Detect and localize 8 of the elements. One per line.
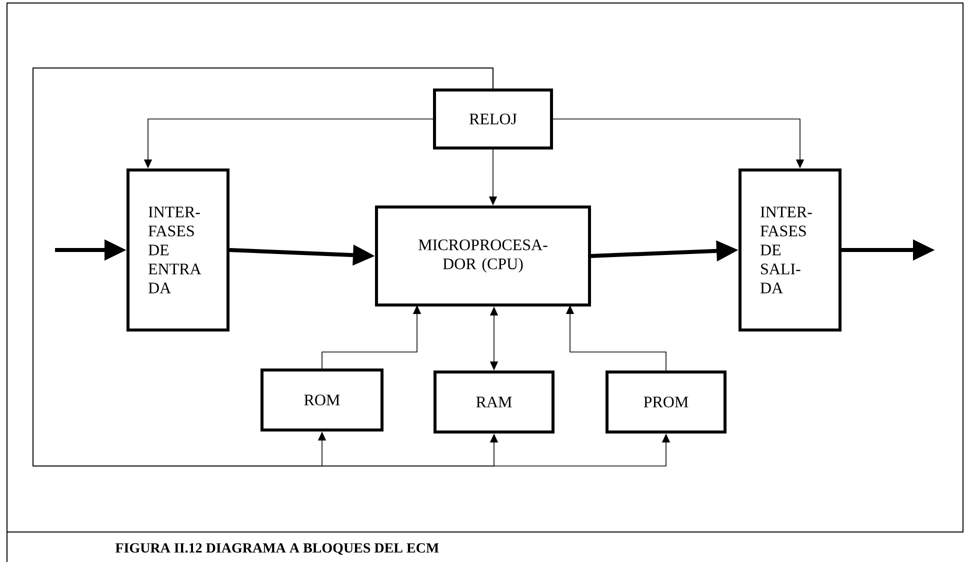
block-box: PROM: [606, 370, 726, 434]
block-box: RAM: [434, 370, 554, 434]
block-box: INTER- FASES DE SALI- DA: [738, 168, 842, 332]
block-box: ROM: [260, 368, 384, 432]
block-box: INTER- FASES DE ENTRA DA: [126, 168, 230, 332]
block-box: RELOJ: [433, 88, 553, 150]
block-box: MICROPROCESA- DOR (CPU): [375, 206, 591, 306]
caption: FIGURA II.12 DIAGRAMA A BLOQUES DEL ECM: [115, 543, 439, 555]
